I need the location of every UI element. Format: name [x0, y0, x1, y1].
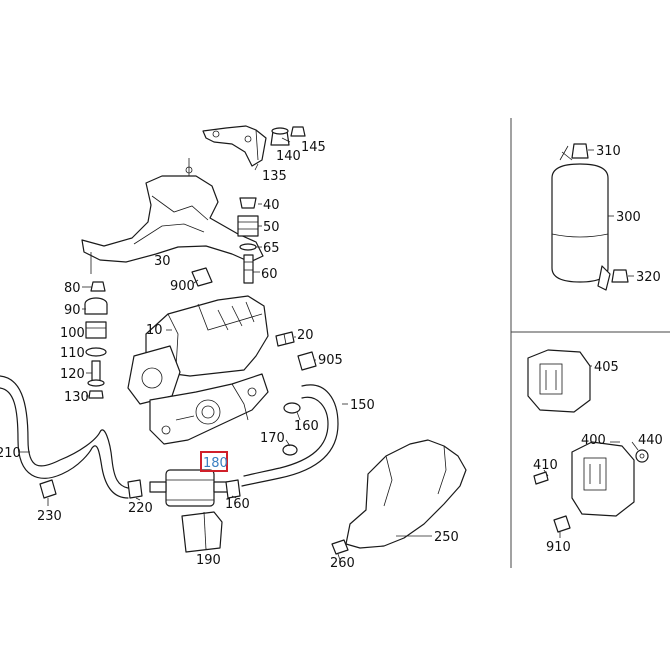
callout-310[interactable]: 310	[596, 144, 621, 159]
callout-140[interactable]: 140	[276, 149, 301, 164]
screw-part-260	[331, 539, 349, 555]
callout-40[interactable]: 40	[263, 198, 280, 213]
callout-135[interactable]: 135	[262, 169, 287, 184]
callout-210[interactable]: 210	[0, 446, 21, 461]
rubber-mount-part-50	[237, 215, 259, 237]
reservoir-part-300	[551, 163, 611, 291]
callout-180[interactable]: 180	[203, 456, 228, 471]
callout-410[interactable]: 410	[533, 458, 558, 473]
upper-bracket-part-135	[202, 125, 267, 167]
callout-900[interactable]: 900	[170, 279, 195, 294]
bushing-part-90	[84, 297, 108, 315]
bolt-part-60	[243, 254, 254, 284]
callout-65[interactable]: 65	[263, 241, 280, 256]
callout-20[interactable]: 20	[297, 328, 314, 343]
nut-part-80	[90, 281, 106, 292]
clip-part-230	[39, 479, 57, 499]
valve-block-part-405	[527, 349, 591, 413]
callout-100[interactable]: 100	[60, 326, 85, 341]
callout-190[interactable]: 190	[196, 553, 221, 568]
connector-part-910	[553, 515, 571, 533]
callout-905[interactable]: 905	[318, 353, 343, 368]
callout-220[interactable]: 220	[128, 501, 153, 516]
washer-part-65	[239, 243, 257, 251]
connector-part-900	[191, 267, 213, 287]
fitting-part-410	[533, 471, 549, 485]
callout-160-lower[interactable]: 160	[225, 497, 250, 512]
callout-130[interactable]: 130	[64, 390, 89, 405]
hose-part-150	[241, 384, 339, 487]
clamp-part-170	[282, 444, 298, 456]
callout-30[interactable]: 30	[154, 254, 171, 269]
callout-150[interactable]: 150	[350, 398, 375, 413]
callout-10[interactable]: 10	[146, 323, 163, 338]
callout-90[interactable]: 90	[64, 303, 81, 318]
callout-910[interactable]: 910	[546, 540, 571, 555]
clamp-part-160-upper	[283, 402, 301, 414]
holder-part-190	[181, 511, 223, 553]
callout-405[interactable]: 405	[594, 360, 619, 375]
valve-block-part-400	[571, 441, 635, 517]
rubber-buffer-part-140	[270, 127, 290, 146]
filter-part-180	[149, 469, 231, 507]
hose-part-210	[0, 375, 129, 499]
nut-part-130	[88, 390, 104, 399]
highlight-box	[200, 451, 228, 472]
callout-440[interactable]: 440	[638, 433, 663, 448]
nut-part-320	[611, 269, 629, 283]
leader-lines	[20, 137, 639, 561]
callout-labels: 140 145 135 40 50 65 60 30 900 80 90 100…	[0, 140, 663, 571]
callout-80[interactable]: 80	[64, 281, 81, 296]
callout-320[interactable]: 320	[636, 270, 661, 285]
fitting-part-310	[559, 143, 589, 161]
callout-50[interactable]: 50	[263, 220, 280, 235]
callout-60[interactable]: 60	[261, 267, 278, 282]
rubber-mount-part-100	[85, 321, 107, 339]
callout-260[interactable]: 260	[330, 556, 355, 571]
callout-400[interactable]: 400	[581, 433, 606, 448]
cover-part-250	[345, 439, 467, 549]
fitting-part-20	[275, 331, 295, 347]
nut-part-145	[290, 126, 306, 137]
mounting-bracket-part-30	[81, 158, 264, 274]
callout-230[interactable]: 230	[37, 509, 62, 524]
clamp-part-160-lower	[225, 479, 241, 499]
callout-160-upper[interactable]: 160	[294, 419, 319, 434]
compressor-part-10	[127, 295, 269, 445]
callout-110[interactable]: 110	[60, 346, 85, 361]
panel-dividers	[510, 118, 670, 568]
callout-170[interactable]: 170	[260, 431, 285, 446]
washer-part-110	[85, 347, 107, 357]
callout-250[interactable]: 250	[434, 530, 459, 545]
grommet-part-440	[635, 449, 649, 463]
connector-part-905	[297, 351, 317, 371]
callout-300[interactable]: 300	[616, 210, 641, 225]
callout-120[interactable]: 120	[60, 367, 85, 382]
clamp-part-220	[127, 479, 143, 499]
washer-part-40	[239, 197, 257, 209]
callout-145[interactable]: 145	[301, 140, 326, 155]
spacer-part-120	[87, 360, 105, 387]
